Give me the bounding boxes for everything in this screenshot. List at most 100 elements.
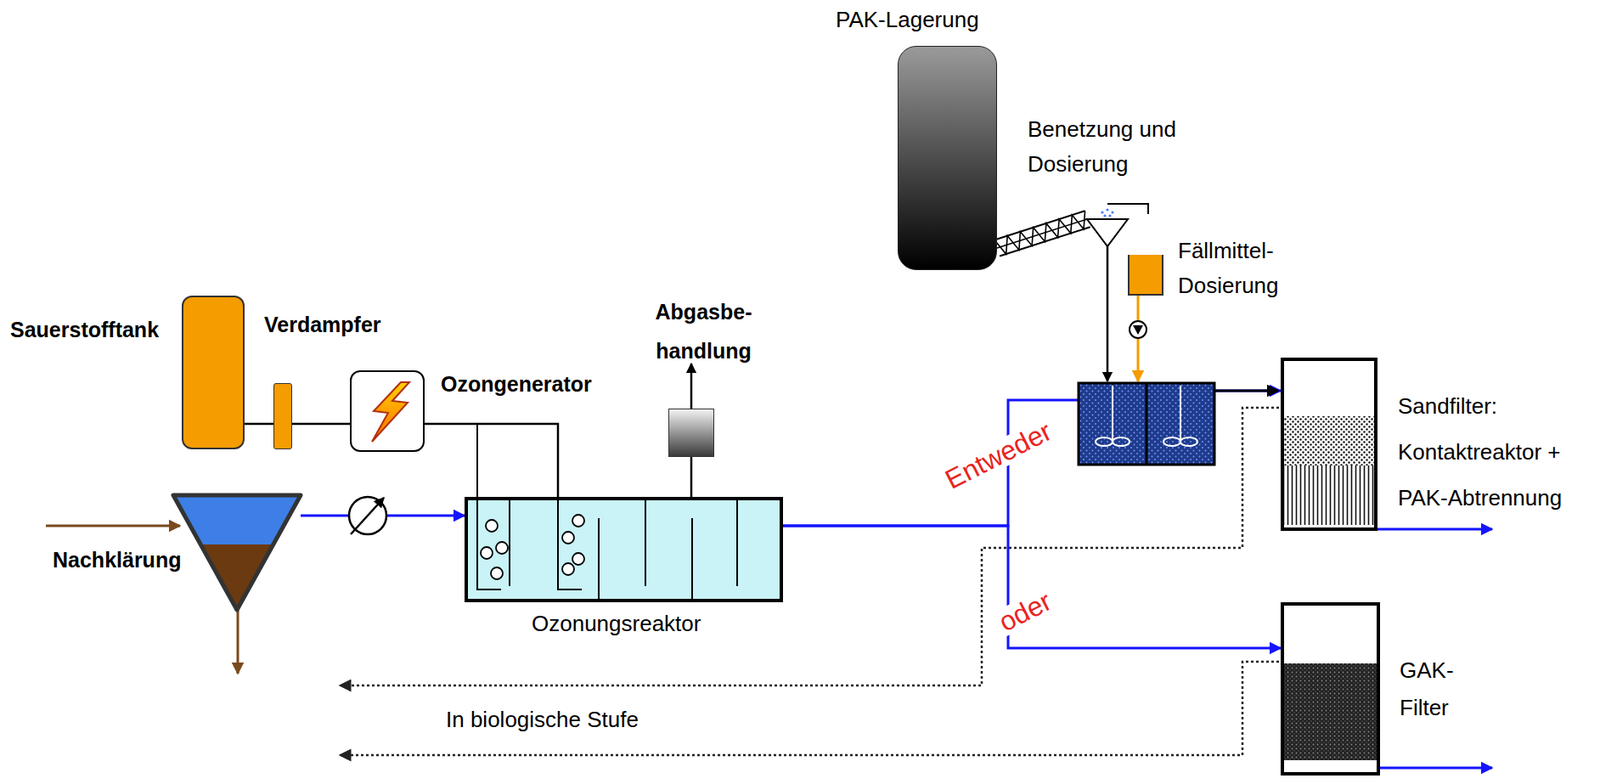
control-valve-symbol [349,496,387,535]
gac-filter: GAK- Filter [1280,602,1381,776]
evaporator: Verdampfer [273,383,293,450]
funnel-outline [1087,219,1128,247]
contact-tank [1078,383,1279,465]
water-fill [173,495,301,545]
contact-tank [1078,383,1215,465]
offgas-arrow [690,363,693,409]
node-label: Verdampfer [264,312,382,338]
ozonation-reactor-interior [644,498,647,586]
control-valve-symbol [349,496,387,535]
contact-tank [1112,437,1130,446]
effluent-arrow [1380,766,1493,770]
secondary-clarifier: Nachklärung [173,495,301,610]
pipe-connector [783,525,1281,648]
node-label: GAK- Filter [1399,651,1468,727]
wetting-spray [1110,210,1114,214]
wetting-spray [1100,210,1104,214]
wetting-spray [1108,214,1111,217]
sand-filter-bed [1284,465,1375,525]
gas-bubble [495,541,508,554]
dosing-line [1129,321,1147,339]
pipe-connector [997,219,1088,248]
contact-tank [1179,385,1182,440]
node-label: Sandfilter: Kontaktreaktor + PAK-Abtrenn… [1397,383,1597,521]
pac-storage-silo: PAK-Lagerung [897,45,998,271]
control-valve-symbol [350,497,384,535]
sludge-fill [200,544,274,610]
gas-bubble [490,567,503,580]
node-label: Nachklärung [52,547,181,573]
ozonation-reactor-interior [597,518,600,601]
ozone-pipe [477,423,582,590]
pipe-connector [424,423,558,497]
ozone-generator: Ozongenerator [349,370,425,452]
wetting-spray [1103,214,1106,217]
screw-conveyor [994,210,1091,256]
node-label: Ozonungsreaktor [531,611,701,637]
node-label: Fällmittel- Dosierung [1177,233,1306,304]
contact-tank [1214,389,1279,393]
wetting-funnel: Benetzung und Dosierung [1087,219,1128,247]
ozonation-reactor: Ozonungsreaktor [464,496,784,603]
branch-label: oder [992,585,1059,637]
contact-tank [1163,437,1181,446]
ozone-generator-symbol [371,382,410,442]
pipe-connector [690,456,693,497]
effluent-arrow [1377,529,1493,768]
contact-tank [1145,383,1149,465]
gac-filter-bed [1284,663,1377,761]
effluent-arrow [1377,528,1493,531]
gas-bubble [480,514,585,580]
ozone-pipe [557,498,582,590]
gas-bubble [562,563,575,575]
pipe-connector [244,422,274,426]
screw-conveyor [994,210,1091,256]
contact-tank [1095,437,1113,446]
sludge-flow-arrow [45,524,181,528]
ozonation-reactor-interior [466,498,782,601]
wetting-spray [1105,208,1109,211]
precipitant-tank: Fällmittel- Dosierung [1127,254,1164,296]
clarifier-outline [173,495,301,610]
dosing-line [1106,246,1110,382]
gas-bubble [572,514,585,527]
contact-tank [1180,437,1198,446]
ozone-generator-symbol [371,382,410,442]
ozonation-reactor-interior [508,498,511,586]
sand-filter-bed [1282,359,1376,530]
flow-note: In biologische Stufe [445,707,639,733]
contact-tank [1111,385,1114,440]
offgas-treatment: Abgasbe- handlung [668,408,715,457]
pipe-connector [292,422,350,426]
offgas-arrow [691,363,693,409]
sand-filter: Sandfilter: Kontaktreaktor + PAK-Abtrenn… [1280,357,1378,531]
backwash-return-line [339,661,1279,755]
clarifier-outline [173,495,301,610]
wetting-spray [1107,203,1149,215]
gas-bubble [480,546,493,559]
oxygen-tank: Sauerstofftank [181,295,245,450]
dosing-line [1132,325,1144,335]
sand-filter-bed [1284,416,1375,466]
wetting-spray [1100,203,1149,218]
node-label: Benetzung und Dosierung [1027,112,1198,182]
ozone-pipe [477,423,502,590]
gas-bubble [485,519,498,532]
ozonation-reactor-interior [466,498,782,601]
gac-filter-bed [1282,603,1379,774]
node-label: PAK-Lagerung [835,7,980,34]
funnel-outline [1087,219,1128,247]
gac-filter-bed [1282,603,1379,774]
branch-label: Entweder [939,416,1059,496]
node-label: Ozongenerator [440,371,592,397]
backwash-return-line [339,407,1279,686]
ozonation-reactor-interior [736,498,739,586]
sludge-flow-arrow [236,608,240,674]
sand-filter-bed [1282,359,1376,530]
node-label: Abgasbe- handlung [646,292,761,371]
backwash-return-line [339,407,1279,755]
gas-bubble [562,531,575,544]
node-label: Sauerstofftank [10,317,159,343]
gas-bubble [572,552,585,565]
